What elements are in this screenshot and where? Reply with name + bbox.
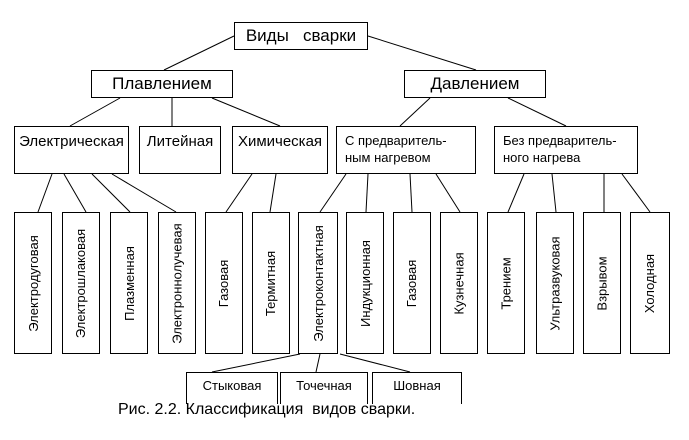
subgroup-nopreheat-line2: ного нагрева [503, 150, 581, 165]
root-label: Виды сварки [245, 26, 357, 46]
connector-preheat-m10 [435, 173, 461, 213]
group-melting-box: Плавлением [91, 70, 233, 98]
method-box: Холодная [630, 212, 670, 354]
method-label: Кузнечная [451, 251, 467, 315]
subgroup-preheat-line2: ным нагревом [345, 150, 431, 165]
method-label: Газовая [404, 259, 420, 307]
subgroup-preheat-box: С предваритель- ным нагревом [336, 126, 476, 174]
group-pressure-box: Давлением [404, 70, 546, 98]
contact-type-box: Стыковая [186, 372, 278, 404]
connector-nopreheat-m12 [551, 173, 557, 213]
connector-contact-butt [211, 353, 301, 373]
connector-melting-electric [69, 97, 121, 127]
method-box: Электрошлаковая [62, 212, 100, 354]
group-pressure-label: Давлением [430, 74, 520, 94]
connector-pressure-nopreheat [507, 97, 567, 127]
method-label: Взрывом [594, 255, 610, 311]
connector-chemical-m5 [225, 173, 253, 213]
method-label: Холодная [642, 253, 658, 313]
subgroup-nopreheat-line1: Без предваритель- [503, 133, 617, 149]
connector-electric-m1 [37, 173, 53, 213]
connector-contact-spot [315, 353, 321, 373]
subgroup-electric-box: Электрическая [14, 126, 129, 174]
method-label: Трением [498, 256, 514, 310]
contact-type-box: Шовная [372, 372, 462, 404]
method-box: Термитная [252, 212, 290, 354]
method-box: Взрывом [583, 212, 621, 354]
method-box: Индукционная [346, 212, 384, 354]
connector-preheat-m7 [319, 173, 347, 213]
connector-nopreheat-m14 [621, 173, 651, 213]
method-label: Ультразвуковая [547, 235, 563, 331]
subgroup-preheat-line1: С предваритель- [345, 133, 447, 149]
connector-preheat-m8 [365, 173, 369, 213]
contact-type-label: Стыковая [202, 378, 262, 393]
method-box: Плазменная [110, 212, 148, 354]
method-label: Электрошлаковая [73, 228, 89, 338]
method-label: Электроконтактная [310, 224, 326, 342]
connector-contact-seam [339, 353, 411, 373]
root-box: Виды сварки [234, 22, 368, 50]
method-label: Термитная [263, 250, 279, 316]
connector-root-pressure [367, 35, 477, 71]
method-box: Газовая [393, 212, 431, 354]
method-box: Электроконтактная [298, 212, 338, 354]
method-box: Газовая [205, 212, 243, 354]
connector-electric-m4 [111, 173, 177, 213]
method-box: Кузнечная [440, 212, 478, 354]
group-melting-label: Плавлением [112, 74, 212, 94]
connector-electric-m3 [91, 173, 131, 213]
connector-chemical-m6 [269, 173, 277, 213]
subgroup-electric-label: Электрическая [19, 133, 124, 150]
figure-caption: Рис. 2.2. Классификация видов сварки. [118, 401, 416, 418]
connector-root-melting [163, 35, 235, 71]
method-box: Ультразвуковая [536, 212, 574, 354]
connector-preheat-m9 [409, 173, 413, 213]
method-box: Электроннолучевая [158, 212, 196, 354]
method-label: Электродуговая [25, 234, 41, 332]
method-label: Плазменная [121, 245, 137, 321]
subgroup-nopreheat-box: Без предваритель- ного нагрева [494, 126, 638, 174]
connector-pressure-preheat [399, 97, 431, 127]
method-box: Трением [487, 212, 525, 354]
contact-type-label: Точечная [296, 378, 352, 393]
connector-nopreheat-m11 [507, 173, 525, 213]
subgroup-casting-label: Литейная [146, 133, 214, 150]
connector-electric-m2 [63, 173, 87, 213]
method-label: Газовая [216, 259, 232, 307]
method-label: Индукционная [357, 239, 373, 327]
subgroup-chemical-label: Химическая [237, 133, 323, 150]
subgroup-casting-box: Литейная [139, 126, 221, 174]
contact-type-label: Шовная [393, 378, 441, 393]
method-box: Электродуговая [14, 212, 52, 354]
contact-type-box: Точечная [280, 372, 368, 404]
connector-melting-chemical [211, 97, 281, 127]
subgroup-chemical-box: Химическая [232, 126, 328, 174]
method-label: Электроннолучевая [169, 222, 185, 344]
